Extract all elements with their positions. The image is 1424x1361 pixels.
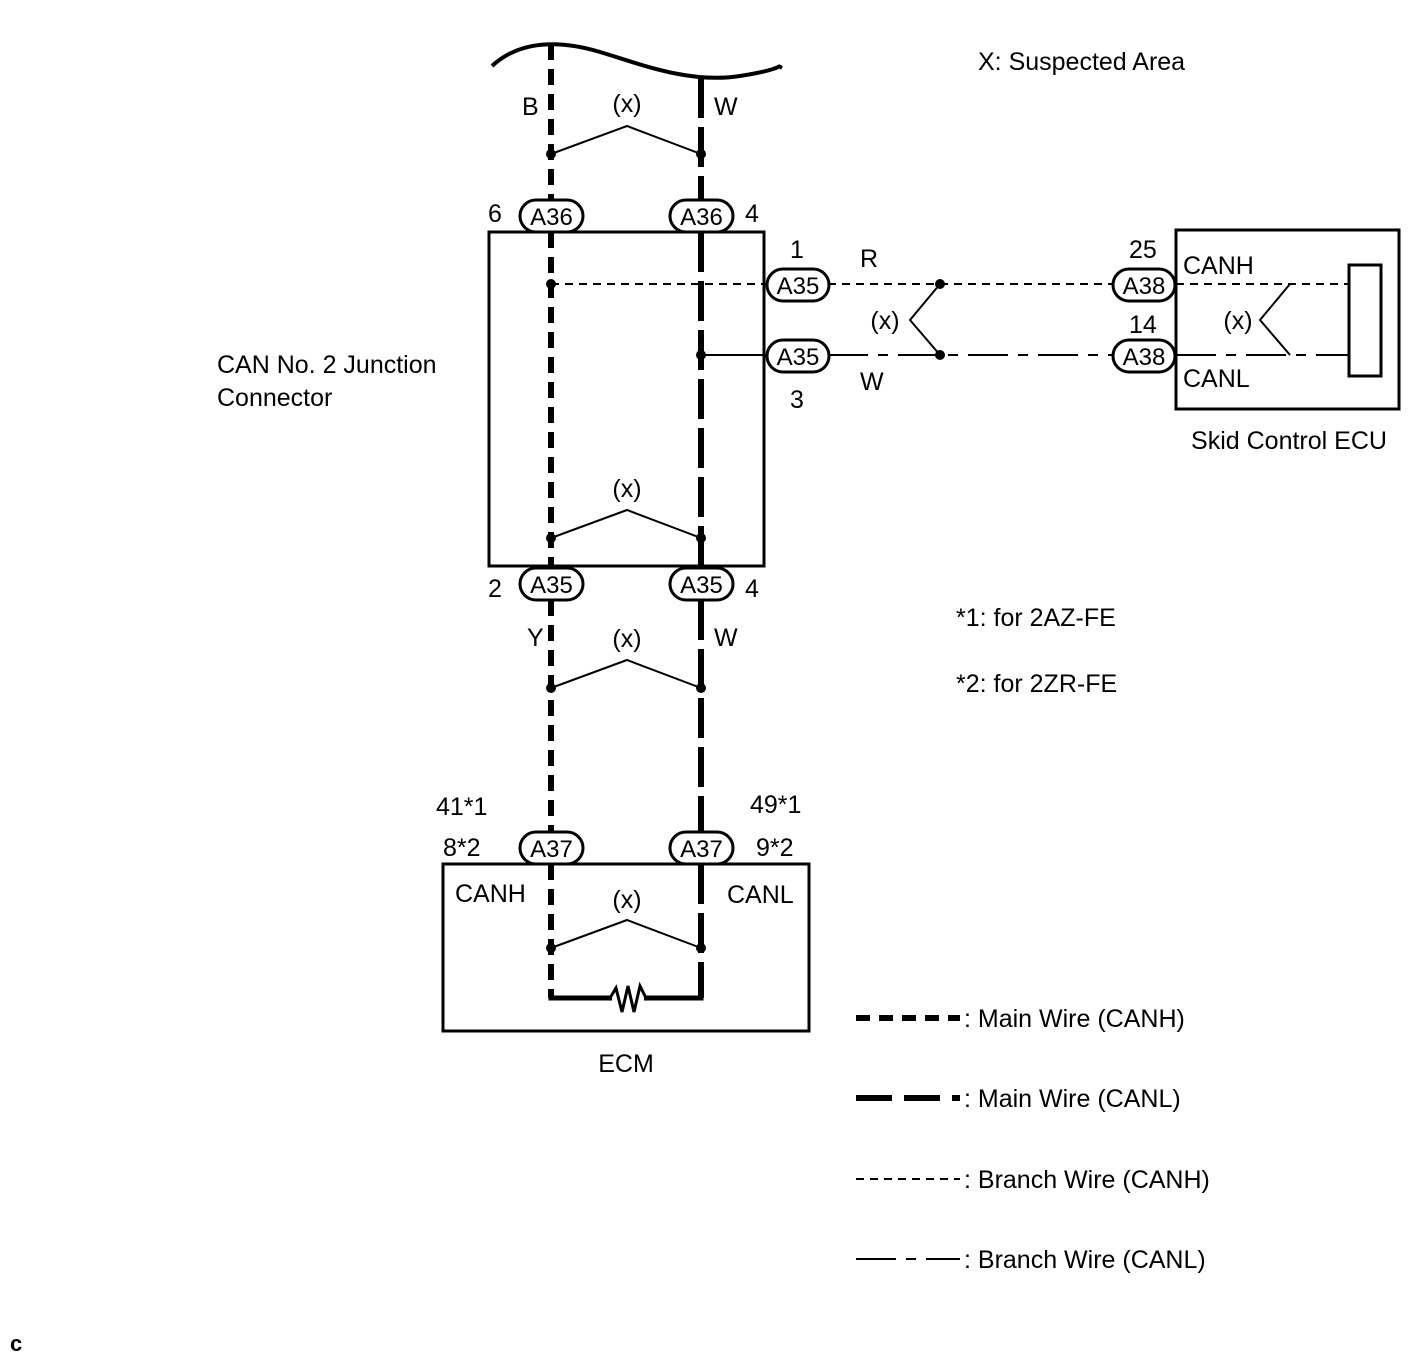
connector-a38-pin14: A38 xyxy=(1111,338,1177,374)
svg-text:A35: A35 xyxy=(777,344,820,371)
connector-a35-pin1: A35 xyxy=(765,267,831,303)
short-mark-ecm xyxy=(550,918,702,949)
legend-label-main-canh: : Main Wire (CANH) xyxy=(964,1005,1185,1033)
junction-connector-box xyxy=(487,230,766,568)
legend: : Main Wire (CANH) : Main Wire (CANL) : … xyxy=(856,1005,1210,1274)
short-mark-skid xyxy=(1258,283,1291,356)
svg-text:A36: A36 xyxy=(680,204,723,231)
connector-a36-right: A36 xyxy=(668,198,735,234)
skid-canh-label: CANH xyxy=(1183,252,1254,280)
pin-a38-25: 25 xyxy=(1129,236,1157,264)
connector-a38-pin25: A38 xyxy=(1111,267,1177,303)
short-mark-junction xyxy=(550,508,702,539)
junction-connector-label-line2: Connector xyxy=(217,384,332,412)
connector-a37-left: A37 xyxy=(518,830,585,866)
pin-a37-left-2az: 41*1 xyxy=(436,793,487,821)
suspect-label-branch: (x) xyxy=(870,307,899,335)
wire-color-top-right: W xyxy=(714,93,738,121)
pin-a35-2: 2 xyxy=(488,575,502,603)
pin-a37-right-2zr: 9*2 xyxy=(756,834,794,862)
skid-ecu-terminator xyxy=(1347,263,1383,378)
svg-text:A37: A37 xyxy=(680,836,723,863)
suspect-label-skid: (x) xyxy=(1223,307,1252,335)
connector-a36-left: A36 xyxy=(518,198,585,234)
suspected-area-note: X: Suspected Area xyxy=(978,48,1185,76)
connector-a35-pin4: A35 xyxy=(668,566,735,602)
svg-text:A35: A35 xyxy=(777,273,820,300)
wire-color-branch-canl: W xyxy=(860,368,884,396)
ecm-resistor-symbol xyxy=(608,981,648,1013)
ecm-box xyxy=(441,862,811,1033)
footnote-2zr: *2: for 2ZR-FE xyxy=(956,670,1117,698)
pin-a37-right-2az: 49*1 xyxy=(750,791,801,819)
short-mark-branch xyxy=(908,283,941,356)
corner-code: c xyxy=(10,1331,22,1356)
skid-control-ecu-label: Skid Control ECU xyxy=(1191,427,1387,455)
pin-a38-14: 14 xyxy=(1129,311,1157,339)
suspect-label-top: (x) xyxy=(612,90,641,118)
wire-color-bottom-left: Y xyxy=(527,624,544,652)
legend-label-main-canl: : Main Wire (CANL) xyxy=(964,1085,1181,1113)
ecm-canl-label: CANL xyxy=(727,881,794,909)
svg-text:A38: A38 xyxy=(1123,344,1166,371)
ecm-label: ECM xyxy=(598,1050,654,1078)
suspect-label-bottom: (x) xyxy=(612,625,641,653)
pin-a35-3: 3 xyxy=(790,386,804,414)
wire-break-wave xyxy=(490,42,784,80)
pin-a35-1: 1 xyxy=(790,236,804,264)
junction-connector-label-line1: CAN No. 2 Junction xyxy=(217,351,437,379)
connector-a35-pin2: A35 xyxy=(518,566,585,602)
legend-label-branch-canl: : Branch Wire (CANL) xyxy=(964,1246,1206,1274)
pin-a37-left-2zr: 8*2 xyxy=(443,834,481,862)
legend-label-branch-canh: : Branch Wire (CANH) xyxy=(964,1166,1210,1194)
short-mark-bottom xyxy=(550,658,702,689)
svg-text:A35: A35 xyxy=(680,572,723,599)
connector-a37-right: A37 xyxy=(668,830,735,866)
ecm-terminator-wire xyxy=(548,995,704,1001)
short-mark-top xyxy=(550,124,702,155)
svg-text:A38: A38 xyxy=(1123,273,1166,300)
svg-text:A36: A36 xyxy=(530,204,573,231)
skid-canl-label: CANL xyxy=(1183,365,1250,393)
wire-color-bottom-right: W xyxy=(714,624,738,652)
skid-control-ecu-box xyxy=(1174,228,1401,411)
svg-text:A37: A37 xyxy=(530,836,573,863)
wire-color-top-left: B xyxy=(522,93,539,121)
pin-a35-4: 4 xyxy=(745,575,759,603)
ecm-canh-label: CANH xyxy=(455,880,526,908)
suspect-label-junction: (x) xyxy=(612,475,641,503)
suspect-label-ecm: (x) xyxy=(612,886,641,914)
footnote-2az: *1: for 2AZ-FE xyxy=(956,604,1116,632)
svg-text:A35: A35 xyxy=(530,572,573,599)
connector-a35-pin3: A35 xyxy=(765,338,831,374)
pin-a36-left: 6 xyxy=(488,200,502,228)
junction-dots xyxy=(546,149,945,953)
wire-color-branch-canh: R xyxy=(860,245,878,273)
pin-a36-right: 4 xyxy=(745,200,759,228)
